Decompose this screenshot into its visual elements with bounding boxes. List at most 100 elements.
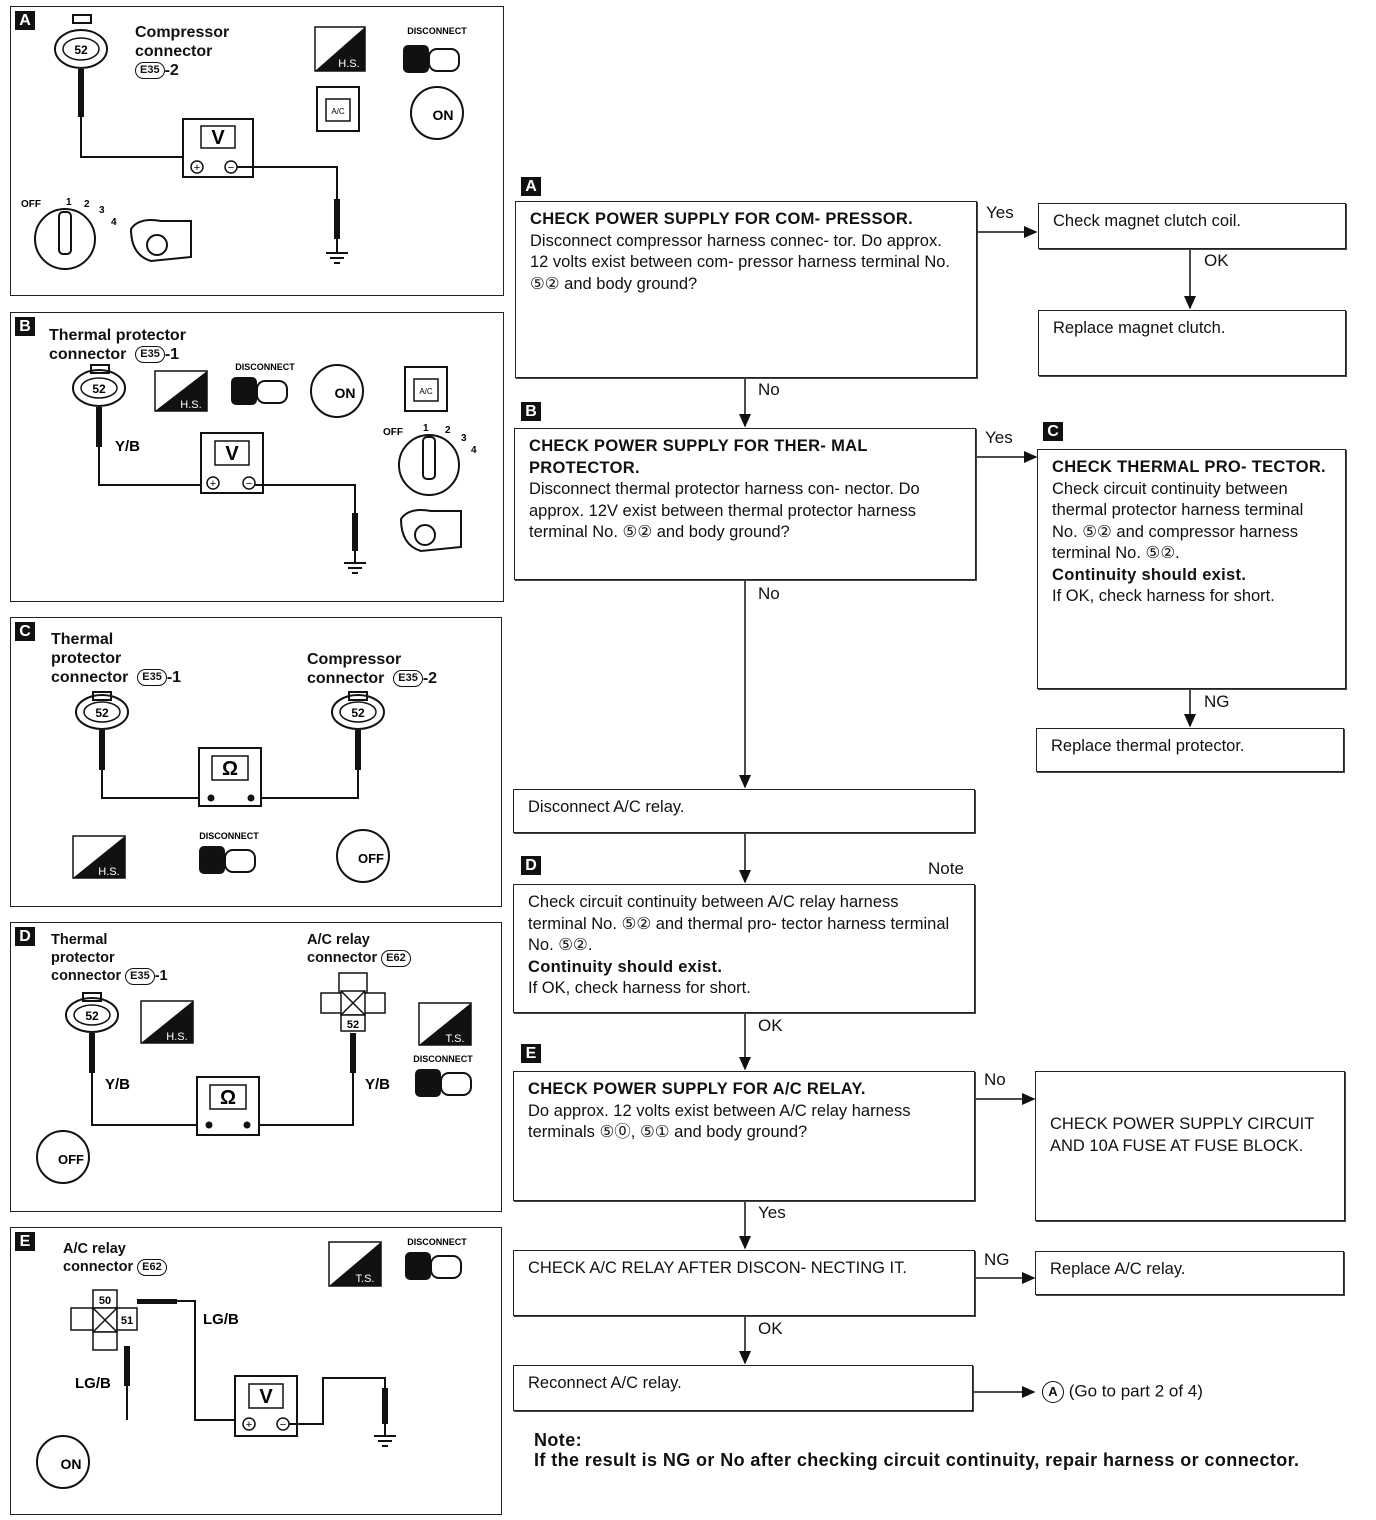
relay-ok: OK xyxy=(758,1319,783,1338)
panel-d-letter: D xyxy=(15,927,35,946)
disconnect-label: DISCONNECT xyxy=(407,26,467,36)
svg-text:52: 52 xyxy=(85,1009,99,1023)
svg-text:−: − xyxy=(280,1419,286,1431)
panel-d: D Thermal protector connector E35-1 A/C … xyxy=(10,922,502,1212)
replace-clutch-box: Replace magnet clutch. xyxy=(1038,310,1346,376)
step-c-text2: If OK, check harness for short. xyxy=(1052,587,1275,605)
svg-text:T.S.: T.S. xyxy=(356,1273,375,1285)
step-b-box: CHECK POWER SUPPLY FOR THER- MAL PROTECT… xyxy=(514,428,976,580)
step-a-letter: A xyxy=(521,177,541,196)
relay-ng: NG xyxy=(984,1250,1010,1269)
step-e-title: CHECK POWER SUPPLY FOR A/C RELAY. xyxy=(528,1080,866,1098)
panel-c: C Thermal protector connector E35-1 Comp… xyxy=(10,617,502,907)
svg-text:OFF: OFF xyxy=(358,851,384,866)
step-d-note: Note xyxy=(928,859,964,878)
svg-text:+: + xyxy=(210,478,216,490)
panel-a: A Compressor connector E35-2 52 V + − H.… xyxy=(10,6,504,296)
svg-text:H.S.: H.S. xyxy=(166,1031,187,1043)
connector-id: E35 xyxy=(135,62,165,80)
coil-ok: OK xyxy=(1204,251,1229,270)
svg-text:2: 2 xyxy=(84,199,90,210)
svg-text:4: 4 xyxy=(471,445,477,456)
panel-b-title: Thermal protector connector E35-1 xyxy=(49,327,186,364)
panel-e-title: A/C relay connector E62 xyxy=(63,1240,167,1276)
svg-text:DISCONNECT: DISCONNECT xyxy=(235,362,295,372)
step-d-text2: If OK, check harness for short. xyxy=(528,979,751,997)
svg-text:OFF: OFF xyxy=(58,1152,84,1167)
step-e-no: No xyxy=(984,1070,1006,1089)
svg-text:3: 3 xyxy=(99,205,105,216)
svg-text:LG/B: LG/B xyxy=(75,1375,111,1392)
step-a-box: CHECK POWER SUPPLY FOR COM- PRESSOR. Dis… xyxy=(515,201,977,378)
off-label: OFF xyxy=(21,199,41,210)
panel-e: E A/C relay connector E62 50 51 LG/B LG/… xyxy=(10,1227,502,1515)
svg-text:ON: ON xyxy=(61,1456,82,1472)
connector-id: E35 xyxy=(135,346,165,364)
svg-text:1: 1 xyxy=(423,423,429,434)
panel-a-letter: A xyxy=(15,11,35,30)
svg-text:T.S.: T.S. xyxy=(446,1033,465,1045)
svg-text:V: V xyxy=(225,443,239,465)
step-b-title: CHECK POWER SUPPLY FOR THER- MAL PROTECT… xyxy=(529,437,868,477)
panel-c-diagram: 52 52 Ω H.S. DISCONNECT OFF xyxy=(72,691,390,883)
note-text: If the result is NG or No after checking… xyxy=(534,1450,1300,1470)
svg-text:4: 4 xyxy=(111,217,117,228)
bottom-note: Note: If the result is NG or No after ch… xyxy=(534,1430,1354,1470)
goto-part2: A (Go to part 2 of 4) xyxy=(1042,1381,1203,1403)
step-b-no: No xyxy=(758,584,780,603)
svg-text:52: 52 xyxy=(347,1019,359,1031)
svg-text:2: 2 xyxy=(445,425,451,436)
panel-c-right-title: Compressor connector E35-2 xyxy=(307,651,438,688)
panel-b-letter: B xyxy=(15,317,35,336)
step-e-box: CHECK POWER SUPPLY FOR A/C RELAY. Do app… xyxy=(513,1071,975,1201)
svg-text:H.S.: H.S. xyxy=(98,866,119,878)
panel-e-diagram: 50 51 LG/B LG/B V + − T.S. DISCON xyxy=(36,1237,467,1489)
step-a-text: Disconnect compressor harness connec- to… xyxy=(530,231,951,293)
svg-text:−: − xyxy=(246,478,252,490)
meter-symbol: V xyxy=(211,127,225,149)
step-a-title: CHECK POWER SUPPLY FOR COM- PRESSOR. xyxy=(530,210,914,228)
step-b-text: Disconnect thermal protector harness con… xyxy=(529,480,920,541)
ac-button-label: A/C xyxy=(331,107,345,116)
svg-text:52: 52 xyxy=(351,706,365,720)
step-d-text: Check circuit continuity between A/C rel… xyxy=(528,893,950,954)
panel-a-title: Compressor connector E35-2 xyxy=(135,24,230,80)
step-e-yes: Yes xyxy=(758,1203,786,1222)
step-b-yes: Yes xyxy=(985,428,1013,447)
svg-text:+: + xyxy=(246,1419,252,1431)
svg-text:+: + xyxy=(194,162,200,174)
step-c-bold: Continuity should exist. xyxy=(1052,565,1247,584)
svg-text:51: 51 xyxy=(121,1315,133,1327)
panel-e-letter: E xyxy=(15,1232,35,1251)
panel-d-left-title: Thermal protector connector E35-1 xyxy=(51,932,168,985)
svg-text:1: 1 xyxy=(66,197,72,208)
goto-marker: A xyxy=(1042,1381,1064,1403)
svg-text:H.S.: H.S. xyxy=(180,399,201,411)
svg-text:−: − xyxy=(228,162,234,174)
panel-b: B Thermal protector connector E35-1 52 Y… xyxy=(10,312,504,602)
step-c-text: Check circuit continuity between thermal… xyxy=(1052,479,1304,563)
svg-text:A/C: A/C xyxy=(419,387,433,396)
step-d-letter: D xyxy=(521,856,541,875)
svg-text:Ω: Ω xyxy=(220,1087,236,1109)
panel-c-left-title: Thermal protector connector E35-1 xyxy=(51,631,182,687)
svg-text:DISCONNECT: DISCONNECT xyxy=(413,1054,473,1064)
hs-label: H.S. xyxy=(338,58,359,70)
check-coil-box: Check magnet clutch coil. xyxy=(1038,203,1346,249)
svg-text:DISCONNECT: DISCONNECT xyxy=(199,831,259,841)
svg-text:Y/B: Y/B xyxy=(365,1076,390,1093)
svg-text:52: 52 xyxy=(95,706,109,720)
panel-b-diagram: 52 Y/B V + − H.S. DISCONNECT ON A/C OFF xyxy=(72,362,477,574)
check-relay-box: CHECK A/C RELAY AFTER DISCON- NECTING IT… xyxy=(513,1250,975,1316)
svg-text:OFF: OFF xyxy=(383,427,403,438)
step-a-no: No xyxy=(758,380,780,399)
svg-text:Y/B: Y/B xyxy=(105,1076,130,1093)
step-e-text: Do approx. 12 volts exist between A/C re… xyxy=(528,1101,911,1142)
wire-color: Y/B xyxy=(115,438,140,455)
step-e-letter: E xyxy=(521,1044,541,1063)
step-d-bold: Continuity should exist. xyxy=(528,957,723,976)
panel-c-letter: C xyxy=(15,622,35,641)
svg-text:DISCONNECT: DISCONNECT xyxy=(407,1237,467,1247)
svg-text:52: 52 xyxy=(92,382,106,396)
panel-a-diagram: 52 V + − H.S. DISCONNECT A/C ON OFF xyxy=(21,14,467,270)
